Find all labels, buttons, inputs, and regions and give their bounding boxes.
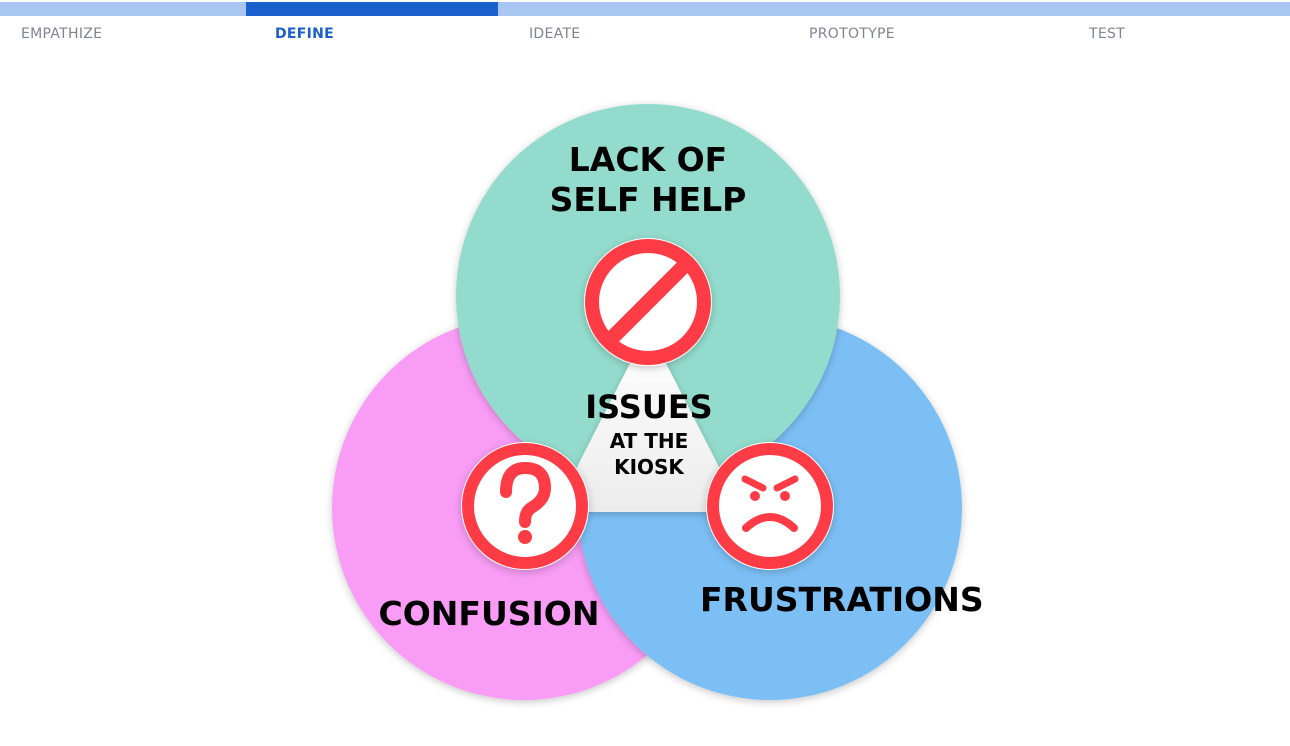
lack-of-self-help-line2: SELF HELP (549, 180, 747, 219)
center-issues-title: ISSUES (585, 388, 713, 426)
confusion-label: CONFUSION (378, 594, 600, 633)
lack-of-self-help-line1: LACK OF (568, 140, 728, 179)
center-subtitle-line2: KIOSK (614, 455, 684, 479)
tab-prototype[interactable]: PROTOTYPE (809, 26, 895, 42)
lack-of-self-help-label: LACK OF SELF HELP (548, 140, 748, 220)
tab-test[interactable]: TEST (1089, 26, 1126, 42)
tab-define[interactable]: DEFINE (275, 26, 335, 42)
frustrations-label: FRUSTRATIONS (700, 580, 984, 619)
no-entry-icon (584, 238, 712, 366)
tab-empathize[interactable]: EMPATHIZE (21, 26, 103, 42)
center-issues-subtitle: AT THE KIOSK (578, 428, 720, 480)
tab-ideate[interactable]: IDEATE (529, 26, 581, 42)
question-mark-icon (461, 442, 589, 570)
angry-face-icon (706, 442, 834, 570)
stage-tabs: EMPATHIZE DEFINE IDEATE PROTOTYPE TEST (0, 26, 1290, 46)
stage-progress-bar (0, 2, 1290, 16)
stage-progress-active-segment (246, 2, 498, 16)
center-issues-triangle (554, 328, 742, 512)
center-subtitle-line1: AT THE (609, 429, 689, 453)
